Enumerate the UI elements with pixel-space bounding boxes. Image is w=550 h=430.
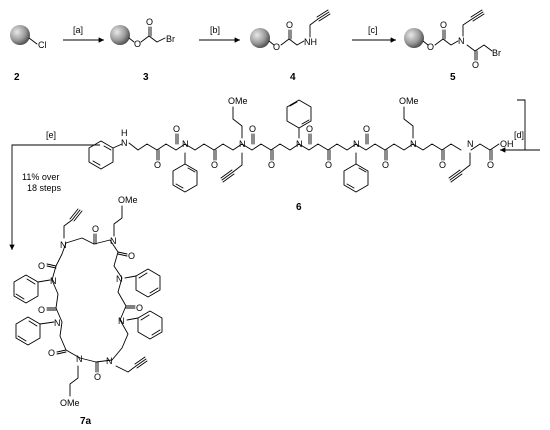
compound-label-5: 5 [450,72,456,83]
atom-label: N [353,139,360,149]
atom-label: O [273,42,280,52]
compound-label-7a: 7a [80,416,92,427]
atom-label: OMe [399,96,419,106]
atom-label: N [239,139,246,149]
atom-label: OMe [60,398,80,408]
atom-label: OH [500,139,514,149]
compound-6-structure: H N O O O O O O O O O O N N N N N N O [88,96,514,213]
atom-label: O [136,303,143,313]
atom-label: N [182,139,189,149]
atom-label: O [268,160,275,170]
resin-bead-icon [250,28,270,48]
yield-text-line2: 18 steps [27,183,62,193]
atom-label: O [48,348,55,358]
compound-4-structure: O O NH 4 [250,9,331,83]
atom-label: O [325,160,332,170]
reaction-arrow-e: [e] 11% over 18 steps [9,130,100,250]
atom-label: O [128,251,135,261]
atom-label: N [296,139,303,149]
atom-label: Br [166,34,175,44]
reaction-arrow-a: [a] [63,25,104,43]
atom-label: OMe [118,195,138,205]
step-label-d: [d] [514,130,524,140]
step-label-b: [b] [210,25,220,35]
atom-label: N [458,36,465,46]
atom-label: O [487,160,494,170]
compound-label-6: 6 [296,202,302,213]
step-label-e: [e] [46,130,56,140]
atom-label: H [121,128,128,138]
atom-label: N [467,139,474,149]
atom-label: N [50,276,57,286]
resin-bead-icon [110,25,130,45]
atom-label: Cl [38,40,47,50]
atom-label: N [76,354,83,364]
compound-label-3: 3 [143,72,149,83]
atom-label: O [427,42,434,52]
atom-label: N [106,356,113,366]
atom-label: O [286,20,293,30]
compound-label-2: 2 [14,72,20,83]
atom-label: O [38,305,45,315]
atom-label: N [118,316,125,326]
atom-label: O [173,124,180,134]
yield-text-line1: 11% over [22,172,59,182]
atom-label: O [363,124,370,134]
atom-label: N [54,318,61,328]
atom-label: O [440,20,447,30]
reaction-arrow-d: [d] [500,99,540,153]
atom-label: O [382,160,389,170]
step-label-c: [c] [368,25,378,35]
atom-label: N [116,274,123,284]
compound-3-structure: O O Br 3 [110,17,175,83]
resin-bead-icon [404,28,424,48]
compound-7a-structure: N N N N N N N N O O O O O O O OMe [13,195,163,427]
atom-label: N [410,139,417,149]
reaction-arrow-b: [b] [199,25,240,43]
step-label-a: [a] [73,25,83,35]
atom-label: NH [304,37,317,47]
atom-label: O [38,261,45,271]
atom-label: N [60,240,67,250]
atom-label: O [94,372,101,382]
atom-label: O [249,124,256,134]
atom-label: O [472,60,479,70]
atom-label: N [110,236,117,246]
compound-label-4: 4 [290,72,296,83]
compound-5-structure: O O N O Br 5 [404,9,501,83]
resin-bead-icon [10,25,30,45]
atom-label: OMe [228,96,248,106]
atom-label: O [92,224,99,234]
compound-2-structure: Cl 2 [10,25,47,83]
atom-label: O [306,124,313,134]
atom-label: Br [492,48,501,58]
atom-label: O [154,160,161,170]
atom-label: O [211,160,218,170]
atom-label: O [134,39,141,49]
reaction-arrow-c: [c] [352,25,396,43]
atom-label: N [121,138,128,148]
atom-label: O [146,17,153,27]
atom-label: O [439,160,446,170]
